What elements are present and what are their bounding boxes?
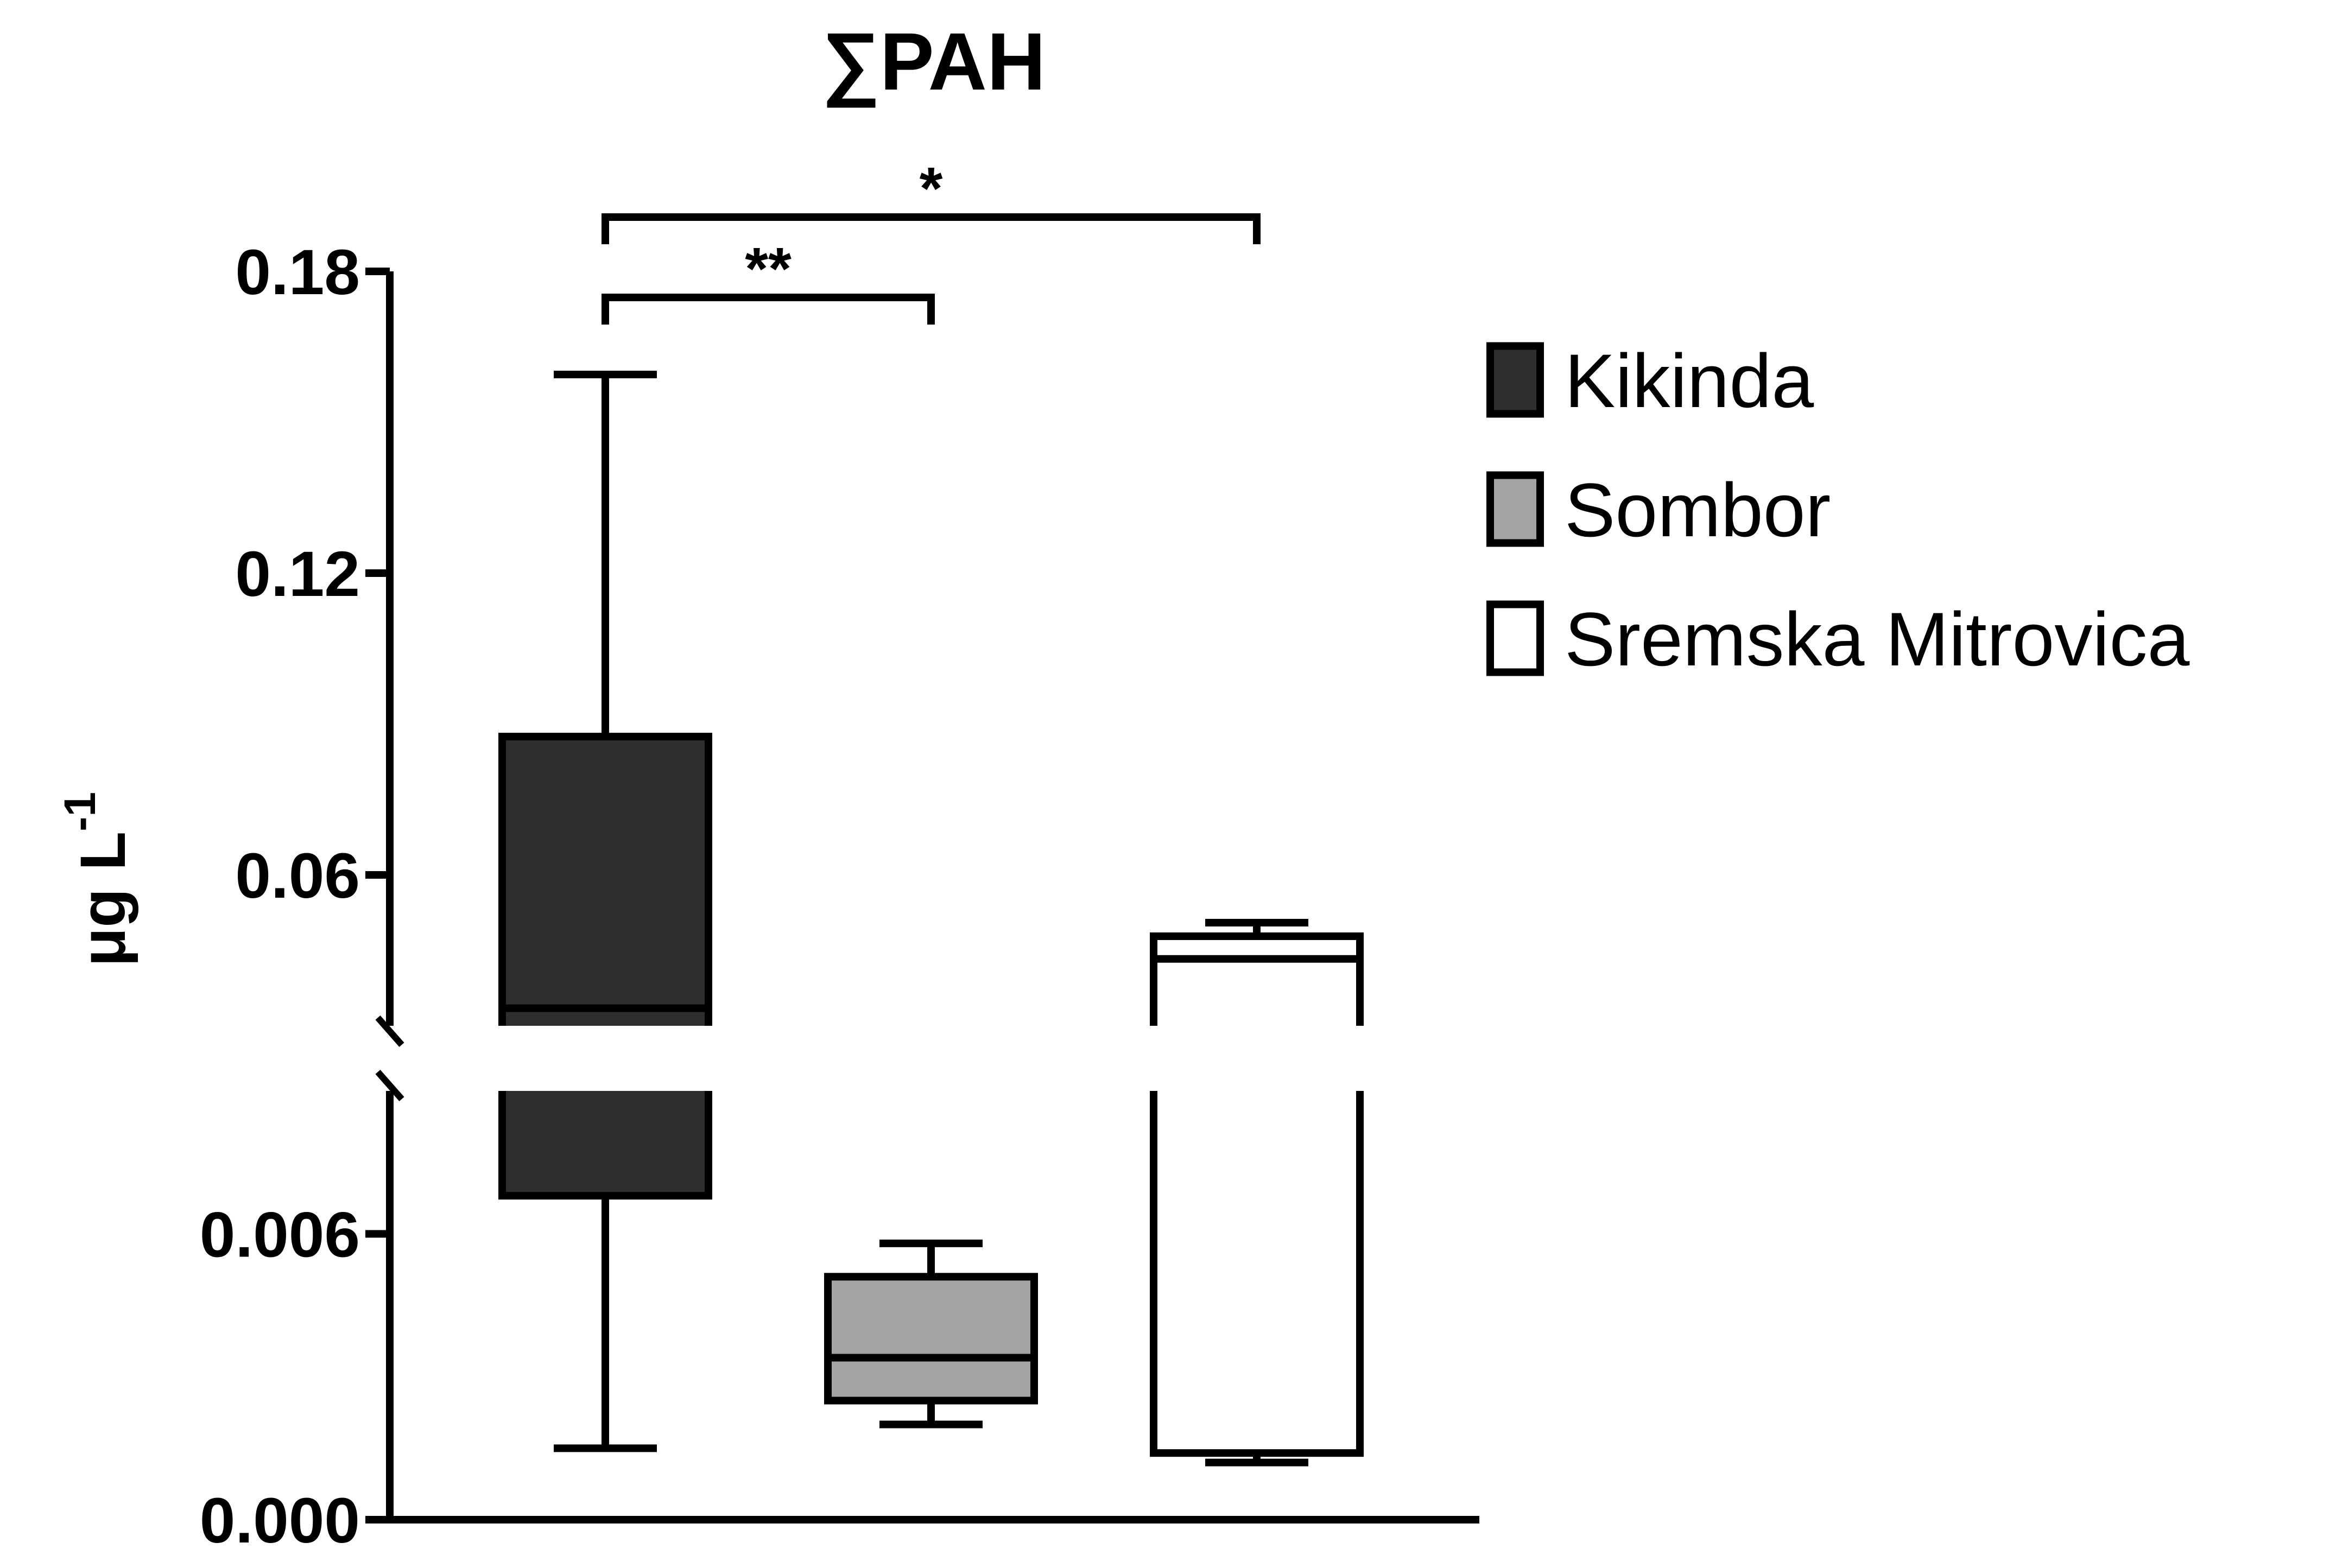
- y-axis-label-exponent: -1: [55, 792, 105, 831]
- y-tick-label: 0.18: [235, 237, 360, 308]
- legend-label: Sremska Mitrovica: [1565, 596, 2189, 682]
- axis-break-mark-lower: [375, 1070, 404, 1101]
- significance-bracket: *: [602, 155, 1261, 244]
- boxes: [498, 370, 1364, 1467]
- chart-title: ∑PAH: [822, 16, 1046, 108]
- box-outline-upper: [1150, 932, 1364, 1026]
- box-sombor: [824, 1239, 1038, 1429]
- legend-label: Kikinda: [1565, 338, 1814, 423]
- significance-bracket: **: [602, 236, 935, 325]
- axis-break-mark-upper: [375, 1015, 404, 1047]
- box-outline-upper: [498, 733, 712, 1026]
- box-body: [824, 1273, 1038, 1405]
- legend-item: Kikinda: [1486, 338, 1814, 423]
- box-kikinda: [498, 370, 712, 1452]
- significance-label: *: [920, 155, 943, 222]
- legend-swatch: [1486, 600, 1544, 676]
- legend-swatch: [1486, 342, 1544, 418]
- box-outline-lower: [1150, 1091, 1364, 1457]
- legend-item: Sombor: [1486, 467, 1831, 553]
- y-axis-label: μg L-1: [55, 792, 139, 967]
- box-sremska-mitrovica: [1150, 919, 1364, 1467]
- y-tick-label: 0.000: [200, 1485, 360, 1557]
- y-tick-label: 0.006: [200, 1199, 360, 1271]
- significance-label: **: [745, 236, 792, 302]
- bracket-line: [602, 294, 935, 325]
- y-tick-label: 0.12: [235, 538, 360, 610]
- box-body-upper: [1154, 936, 1360, 1026]
- bracket-line: [602, 213, 1261, 244]
- box-body-upper: [502, 737, 708, 1026]
- axes: [375, 271, 1479, 1523]
- box-body-lower: [502, 1091, 708, 1196]
- legend-item: Sremska Mitrovica: [1486, 596, 2189, 682]
- legend-label: Sombor: [1565, 467, 1831, 553]
- legend-swatch: [1486, 471, 1544, 547]
- y-ticks: 0.000 0.006 0.06 0.12 0.18: [200, 237, 390, 1557]
- significance-brackets: ***: [602, 155, 1261, 325]
- y-tick-label: 0.06: [235, 840, 360, 912]
- y-axis-label-unit: μg L: [67, 831, 139, 967]
- box-body-lower: [1154, 1091, 1360, 1453]
- box-outline-lower: [498, 1091, 712, 1200]
